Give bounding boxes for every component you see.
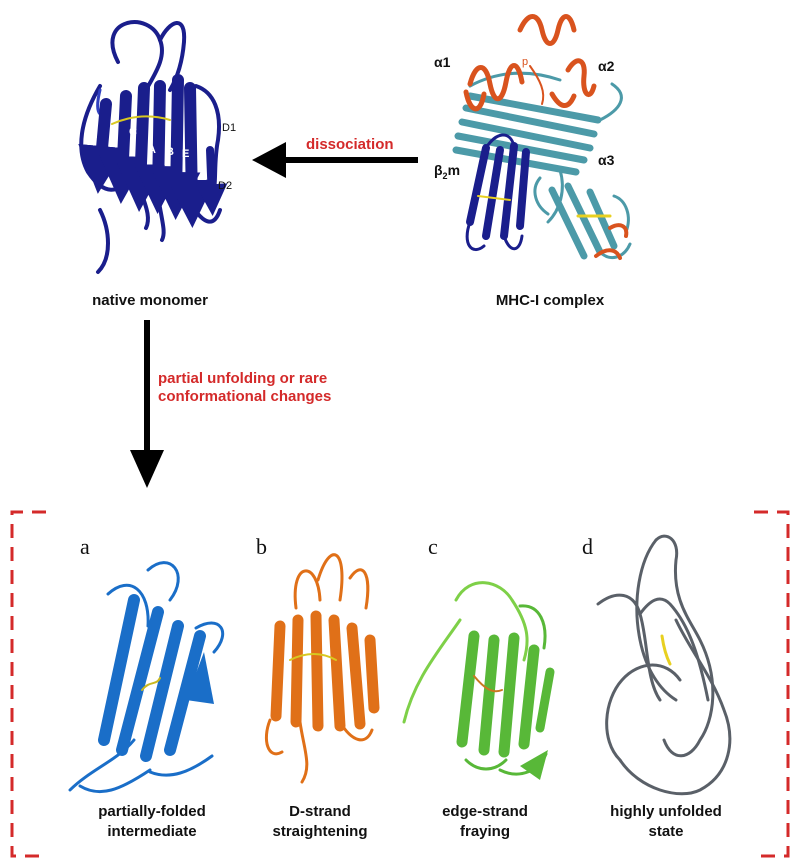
panel-c-caption-line2: fraying (459, 823, 510, 840)
alpha1-label: α1 (434, 54, 451, 70)
d2-label: D2 (218, 180, 233, 192)
alpha3-label: α3 (598, 152, 615, 168)
native-monomer-label: native monomer (92, 292, 208, 309)
panel-d-caption: highly unfolded state (586, 802, 746, 842)
panel-d-caption-line2: state (648, 823, 684, 840)
panel-a-structure (68, 561, 225, 794)
unfolding-label-line1: partial unfolding or rare (158, 370, 328, 387)
dashed-bracket (10, 510, 790, 858)
panel-d-letter: d (582, 534, 593, 559)
strand-label-a: A (148, 144, 156, 156)
strand-label-f: F (111, 130, 118, 142)
dissociation-arrow (252, 142, 418, 178)
panel-c-caption: edge-strand fraying (410, 802, 560, 842)
mhc-complex-label: MHC-I complex (495, 292, 605, 309)
panel-b-caption-line2: straightening (272, 823, 368, 840)
beta2m-label: β2m (434, 162, 461, 181)
panel-a-letter: a (80, 534, 90, 559)
peptide-label: p (522, 56, 529, 68)
unfolding-label-line2: conformational changes (158, 388, 332, 405)
dissociation-label: dissociation (306, 136, 394, 153)
panel-c-structure (402, 581, 555, 780)
mhc-complex-structure (452, 14, 632, 260)
unfolding-arrow (130, 320, 164, 488)
panel-b-caption: D-strand straightening (240, 802, 400, 842)
panel-b-structure (265, 553, 380, 784)
unfolding-label: partial unfolding or rare conformational… (158, 370, 331, 406)
strand-label-c: C (129, 126, 137, 138)
d1-label: D1 (222, 122, 237, 134)
panel-a-caption: partially-folded intermediate (62, 802, 242, 842)
panel-c-caption-line1: edge-strand (442, 803, 528, 820)
panel-d-caption-line1: highly unfolded (610, 803, 722, 820)
strand-label-e: E (182, 148, 190, 160)
panel-d-structure (596, 534, 732, 796)
native-monomer-structure (78, 20, 228, 274)
alpha2-label: α2 (598, 58, 615, 74)
strand-label-g: G (89, 130, 98, 142)
panel-b-caption-line1: D-strand (289, 803, 351, 820)
strand-label-b: B (166, 146, 174, 158)
panel-c-letter: c (428, 534, 438, 559)
panel-a-caption-line1: partially-folded (98, 803, 206, 820)
panel-a-caption-line2: intermediate (107, 823, 197, 840)
panel-b-letter: b (256, 534, 267, 559)
